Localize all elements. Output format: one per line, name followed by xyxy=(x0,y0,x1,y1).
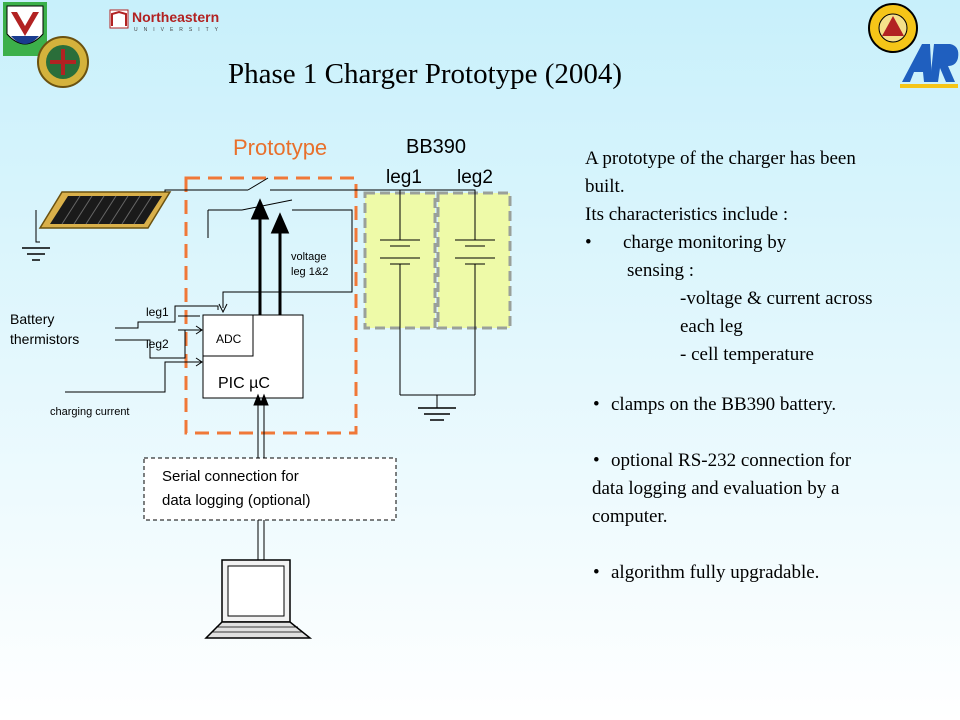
battery-leg2-box xyxy=(436,191,512,330)
ground-icon xyxy=(22,247,50,261)
bullet-text: clamps on the BB390 battery. xyxy=(611,394,837,415)
prototype-label: Prototype xyxy=(233,135,327,160)
intro-line: A prototype of the charger has been xyxy=(585,148,856,169)
seal-logo xyxy=(37,36,89,88)
voltage-label: voltage xyxy=(291,251,326,263)
northeastern-logo: Northeastern UNIVERSITY xyxy=(109,9,224,33)
leg2-label: leg2 xyxy=(457,167,493,188)
serial-line-2: data logging (optional) xyxy=(162,492,310,509)
bullet-item: • optional RS-232 connection for xyxy=(585,447,945,475)
bullet-item: • algorithm fully upgradable. xyxy=(585,559,945,587)
bullet-icon: • xyxy=(593,562,600,583)
sub-item: - cell temperature xyxy=(680,344,814,365)
charging-current-label: charging current xyxy=(50,406,130,418)
page-title: Phase 1 Charger Prototype (2004) xyxy=(227,58,623,90)
voltage-leg-label: leg 1&2 xyxy=(291,266,328,278)
battery-ground-icon xyxy=(418,407,456,421)
serial-connection-box xyxy=(143,457,397,521)
bullet-item: • charge monitoring by xyxy=(585,229,945,257)
sub-item: -voltage & current across xyxy=(680,288,873,309)
charger-diagram: Prototype BB390 leg1 leg2 voltage leg 1&… xyxy=(10,135,512,639)
northeastern-text: Northeastern xyxy=(132,9,219,25)
battery-thermistors-label: Battery xyxy=(10,311,54,327)
bullet-continuation: sensing : xyxy=(627,260,695,281)
bullet-item: • clamps on the BB390 battery. xyxy=(585,391,945,419)
adc-label: ADC xyxy=(216,332,242,346)
battery-thermistors-label-2: thermistors xyxy=(10,331,79,347)
thermistor-leg1-label: leg1 xyxy=(146,305,169,319)
arl-badge-logo xyxy=(868,3,918,53)
prototype-box xyxy=(184,176,358,435)
bullet-icon: • xyxy=(593,450,600,471)
adc-block xyxy=(203,314,254,357)
logos-layer: Northeastern UNIVERSITY xyxy=(3,2,959,88)
solar-panel-icon xyxy=(38,191,172,229)
bullet-continuation: computer. xyxy=(592,506,668,527)
serial-line-1: Serial connection for xyxy=(162,468,299,485)
bullet-text: optional RS-232 connection for xyxy=(611,450,852,471)
bullet-text: charge monitoring by xyxy=(623,232,787,253)
battery-cells xyxy=(380,205,495,408)
sub-item: each leg xyxy=(680,316,743,337)
northeastern-subtext: UNIVERSITY xyxy=(134,27,224,33)
thermistor-leg2-label: leg2 xyxy=(146,337,169,351)
arl-logo xyxy=(900,44,959,88)
intro-line: built. xyxy=(585,176,625,197)
laptop-icon xyxy=(204,559,313,639)
shield-logo xyxy=(3,2,47,56)
bullet-icon: • xyxy=(585,232,592,253)
leg1-label: leg1 xyxy=(386,167,422,188)
bullet-continuation: data logging and evaluation by a xyxy=(592,478,840,499)
description-panel: A prototype of the charger has been buil… xyxy=(585,145,945,587)
intro-line: Its characteristics include : xyxy=(585,204,789,225)
battery-label: BB390 xyxy=(406,136,466,158)
bullet-text: algorithm fully upgradable. xyxy=(611,562,820,583)
bullet-icon: • xyxy=(593,394,600,415)
pic-label: PIC µC xyxy=(218,375,270,392)
